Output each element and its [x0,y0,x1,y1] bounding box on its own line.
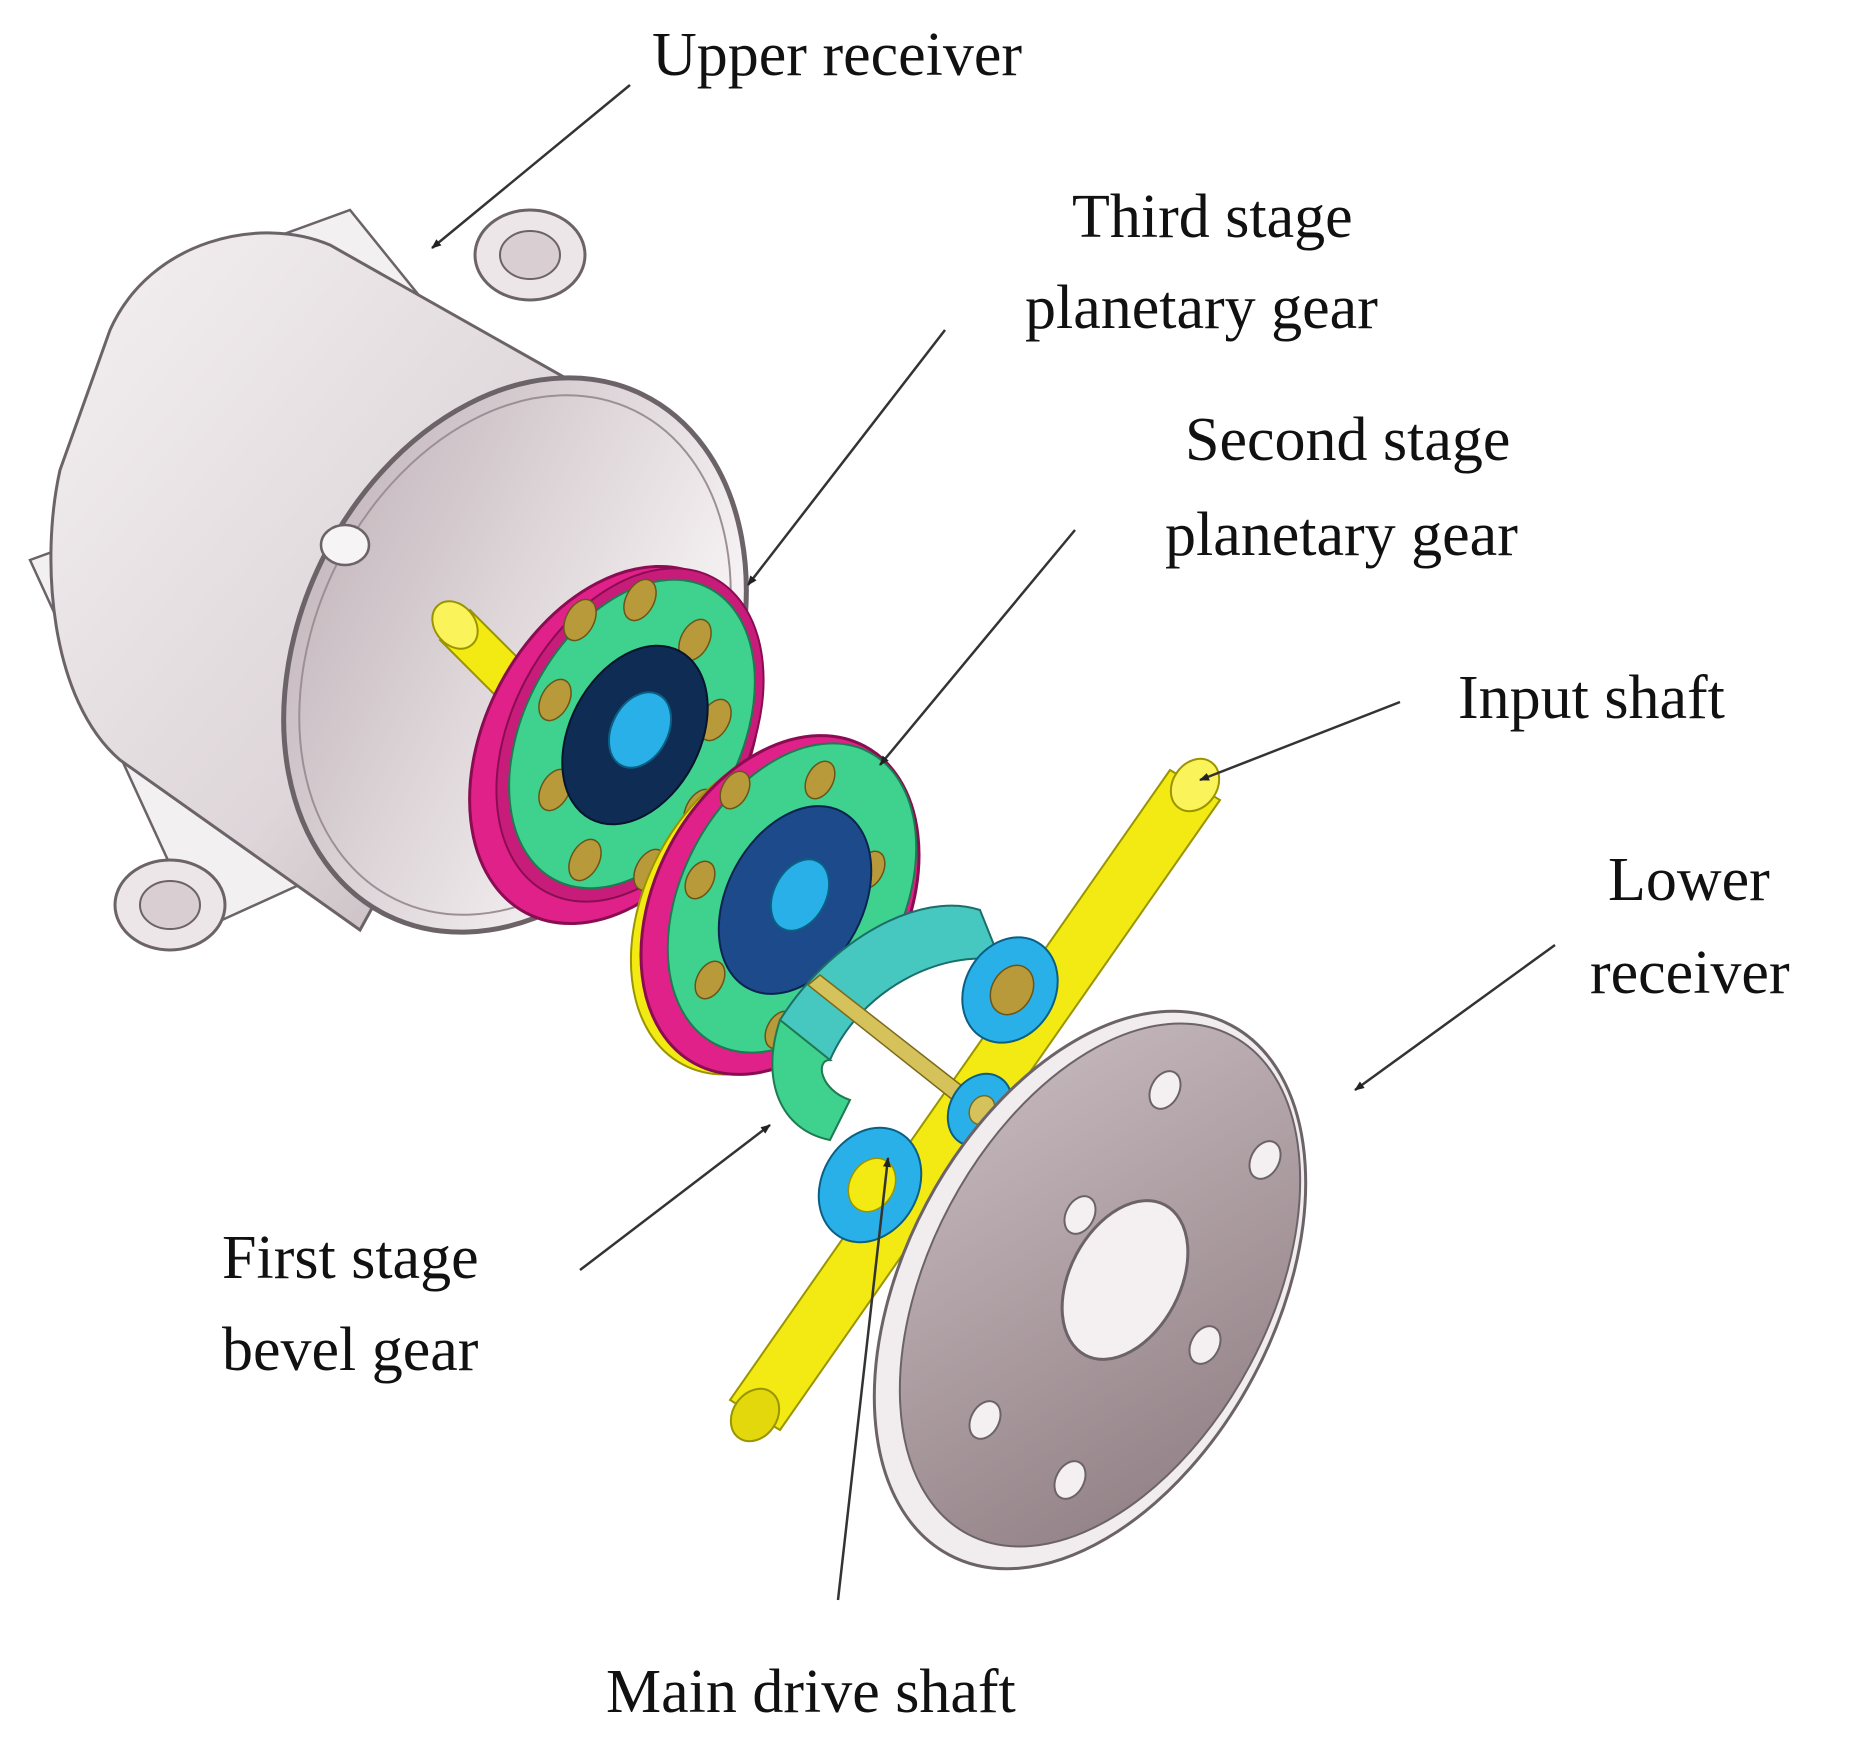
arrow-input-shaft [1199,700,1401,782]
label-lower-receiver-line2: receiver [1590,939,1790,1007]
third-stage-sun-gear [607,691,673,769]
planet-gear [684,860,716,900]
leader-arrows [431,84,1556,1601]
label-main-drive-shaft: Main drive shaft [606,1658,1016,1726]
upper-receiver-housing [28,208,749,952]
lower-receiver-plate [872,1009,1308,1571]
bolt-hole [1188,1325,1222,1365]
planet-gear [719,770,751,810]
arrow-first-stage [579,1124,771,1271]
planet-gear [563,598,597,642]
bolt-hole [1248,1140,1282,1180]
bolt-hole [968,1400,1002,1440]
first-stage-bevel-gear [771,904,1059,1244]
label-first-stage-line1: First stage [222,1224,479,1292]
second-stage-sun-gear [769,858,831,932]
planet-gear [568,838,602,882]
label-second-stage-line2: planetary gear [1165,501,1518,569]
bolt-hole [1148,1070,1182,1110]
third-stage-planets [538,578,732,892]
label-first-stage-line2: bevel gear [222,1316,479,1384]
arrow-third-stage [747,329,946,586]
labels: Upper receiver Third stage planetary gea… [222,21,1790,1726]
input-shaft-end [1169,757,1221,813]
bolt-hole [1063,1195,1097,1235]
bevel-crown-gear [778,904,1002,1062]
planet-gear [623,578,657,622]
upper-receiver-hole [319,523,371,567]
planet-gear [804,760,836,800]
label-input-shaft: Input shaft [1458,664,1725,732]
arrow-main-drive-shaft [836,1157,891,1601]
label-second-stage-line1: Second stage [1185,406,1510,474]
arrow-upper-receiver [431,84,631,249]
lower-receiver-center-hole [1060,1199,1190,1361]
planet-gear [538,678,572,722]
arrow-second-stage [879,529,1076,766]
label-upper-receiver: Upper receiver [652,21,1022,89]
planet-gear [694,960,726,1000]
label-lower-receiver-line1: Lower [1608,846,1770,914]
label-third-stage-line1: Third stage [1072,183,1353,251]
bolt-hole [1053,1460,1087,1500]
label-third-stage-line2: planetary gear [1025,274,1378,342]
arrow-lower-receiver [1354,943,1556,1092]
